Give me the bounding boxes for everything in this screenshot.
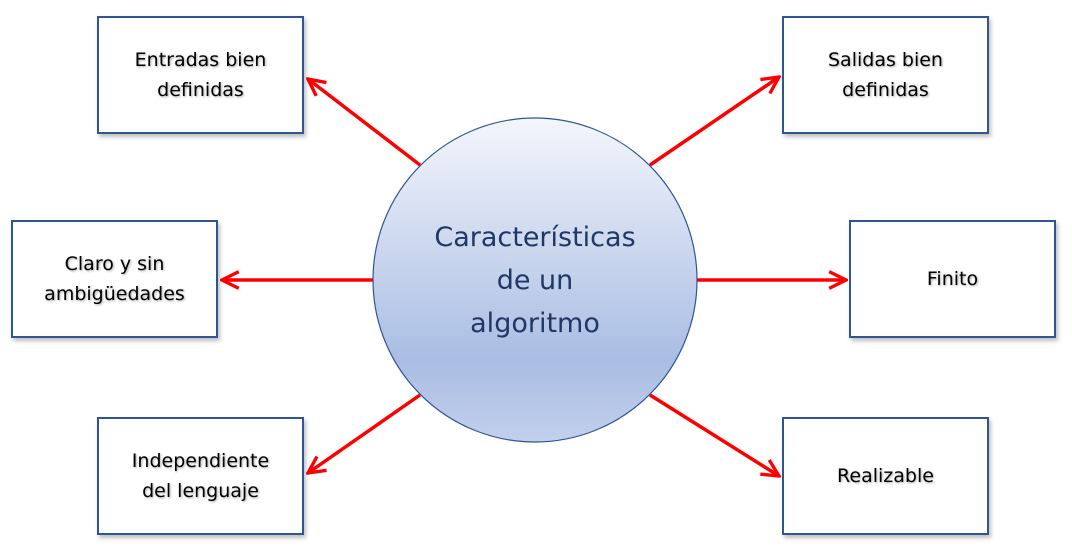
arrow-realizable [649, 393, 779, 476]
node-label: Claro y sin ambigüedades [44, 253, 185, 305]
node-label: Realizable [837, 465, 934, 487]
node-entradas: Entradas bien definidas [97, 16, 304, 134]
node-finito: Finito [849, 220, 1056, 338]
node-claro: Claro y sin ambigüedades [11, 220, 218, 338]
center-label-text: Características de un algoritmo [434, 222, 636, 339]
arrow-salidas [649, 77, 779, 167]
node-salidas: Salidas bien definidas [782, 16, 989, 134]
node-independiente: Independiente del lenguaje [97, 417, 304, 535]
node-label: Finito [926, 268, 979, 290]
arrow-independiente [308, 393, 422, 473]
center-label: Características de un algoritmo [372, 118, 698, 443]
node-label: Salidas bien definidas [828, 49, 943, 101]
node-label: Entradas bien definidas [134, 49, 267, 101]
center-circle [372, 117, 698, 443]
node-label: Independiente del lenguaje [131, 450, 270, 502]
node-realizable: Realizable [782, 417, 989, 535]
arrow-entradas [308, 79, 422, 167]
